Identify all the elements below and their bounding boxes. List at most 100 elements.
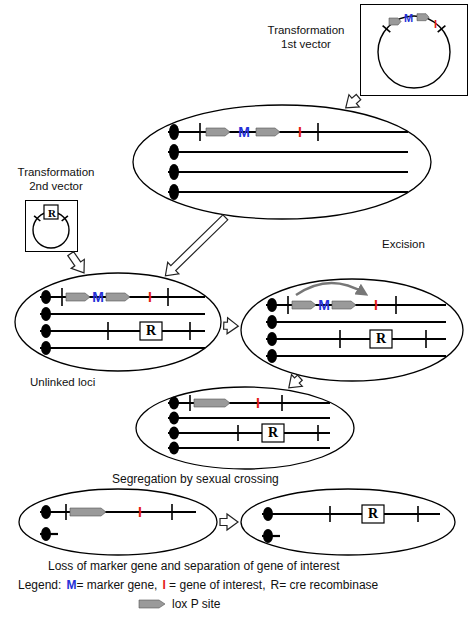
lox-arrow [292, 301, 316, 309]
cell-outline [15, 273, 221, 371]
legend-item: M= marker gene, [66, 578, 157, 592]
insert-border [281, 395, 283, 411]
legend-text: I = gene of interest, [162, 578, 265, 592]
centromere [169, 164, 179, 180]
cell-outline [133, 105, 431, 219]
flow-arrow [224, 318, 239, 334]
gene-letter: I [148, 290, 152, 304]
legend-sample [138, 598, 166, 610]
gene-letter: M [318, 298, 330, 312]
gene-letter: M [238, 125, 250, 139]
cell-ellipse: IR [135, 386, 355, 470]
gene-letter: M [92, 290, 104, 304]
insert-border [339, 330, 341, 348]
flow-arrow [68, 252, 85, 273]
insert-border [107, 322, 109, 340]
chromosome [40, 330, 205, 332]
chromosome [168, 417, 330, 419]
step-label: Segregation by sexual crossing [112, 472, 279, 486]
insert-border [438, 26, 446, 32]
gene-letter: R [146, 324, 156, 338]
gene-box [44, 205, 58, 219]
centromere [41, 324, 51, 338]
step-label: Transformation 2nd vector [12, 166, 100, 194]
insert-border [189, 322, 191, 340]
cell-ellipse: M I R [14, 272, 222, 372]
legend-text: M= marker gene, [66, 578, 157, 592]
centromere [267, 315, 277, 329]
centromere [263, 529, 273, 543]
chromosome [168, 447, 330, 449]
step-label: Excision [382, 238, 425, 252]
cell-ellipse: M I R [240, 278, 464, 382]
chromosome [266, 355, 446, 357]
centromere [41, 290, 51, 304]
gene-letter: I [434, 18, 437, 29]
insert-border [171, 504, 173, 520]
lox-arrow [70, 508, 106, 516]
cell-outline [19, 489, 217, 555]
chromosome [168, 171, 408, 173]
step-label: Loss of marker gene and separation of ge… [48, 559, 340, 573]
centromere [41, 307, 51, 321]
excision-arrow [296, 283, 364, 295]
centromere [263, 507, 273, 521]
insert-border [317, 123, 319, 141]
cell-outline [241, 489, 455, 555]
centromere [169, 124, 179, 140]
insert-border [317, 425, 319, 441]
legend-text: lox P site [172, 597, 220, 611]
lox-arrow [206, 128, 230, 136]
legend-row: Legend: M= marker gene, I = gene of intere… [18, 578, 378, 592]
step-label: Transformation 1st vector [262, 24, 350, 52]
cell-outline [136, 387, 354, 469]
flow-arrow [289, 375, 303, 388]
chromosome [168, 151, 408, 153]
plasmid-circle [378, 16, 450, 88]
centromere [41, 505, 51, 519]
chromosome [266, 321, 446, 323]
lox-arrow [139, 600, 165, 608]
chromosome [168, 131, 408, 133]
insert-border [34, 216, 40, 221]
gene-letter: R [368, 507, 378, 521]
step-label: Legend: [18, 578, 61, 592]
cell-ellipse: MI [132, 104, 432, 220]
centromere [169, 442, 179, 455]
gene-letter: I [374, 298, 378, 312]
insert-border [61, 288, 63, 306]
legend-item: lox P site [138, 597, 220, 611]
insert-border [287, 296, 289, 314]
lox-arrow [417, 14, 429, 21]
insert-border [62, 216, 68, 221]
vector-box: MI [360, 4, 468, 96]
lox-arrow [194, 399, 230, 407]
cell-ellipse: R [240, 488, 456, 556]
vector-box: R [25, 200, 78, 252]
chromosome [168, 432, 330, 434]
cell-outline [18, 488, 218, 556]
insert-border [167, 288, 169, 306]
gene-letter: I [138, 505, 142, 519]
centromere [169, 144, 179, 160]
insert-border [417, 506, 419, 522]
gene-letter: R [48, 208, 56, 219]
lox-arrow [66, 293, 90, 301]
gene-letter: R [376, 332, 386, 346]
cell-outline [132, 104, 432, 220]
cell-ellipse: I [18, 488, 218, 556]
insert-border [425, 330, 427, 348]
gene-letter: M [404, 12, 413, 23]
centromere [169, 184, 179, 200]
centromere [267, 349, 277, 363]
gene-letter: R [268, 426, 278, 440]
centromere [41, 527, 51, 541]
cell-outline [240, 278, 464, 382]
insert-border [329, 506, 331, 522]
lox-arrow [332, 301, 356, 309]
cell-outline [241, 279, 463, 381]
gene-box [262, 424, 284, 442]
gene-box [370, 330, 392, 348]
